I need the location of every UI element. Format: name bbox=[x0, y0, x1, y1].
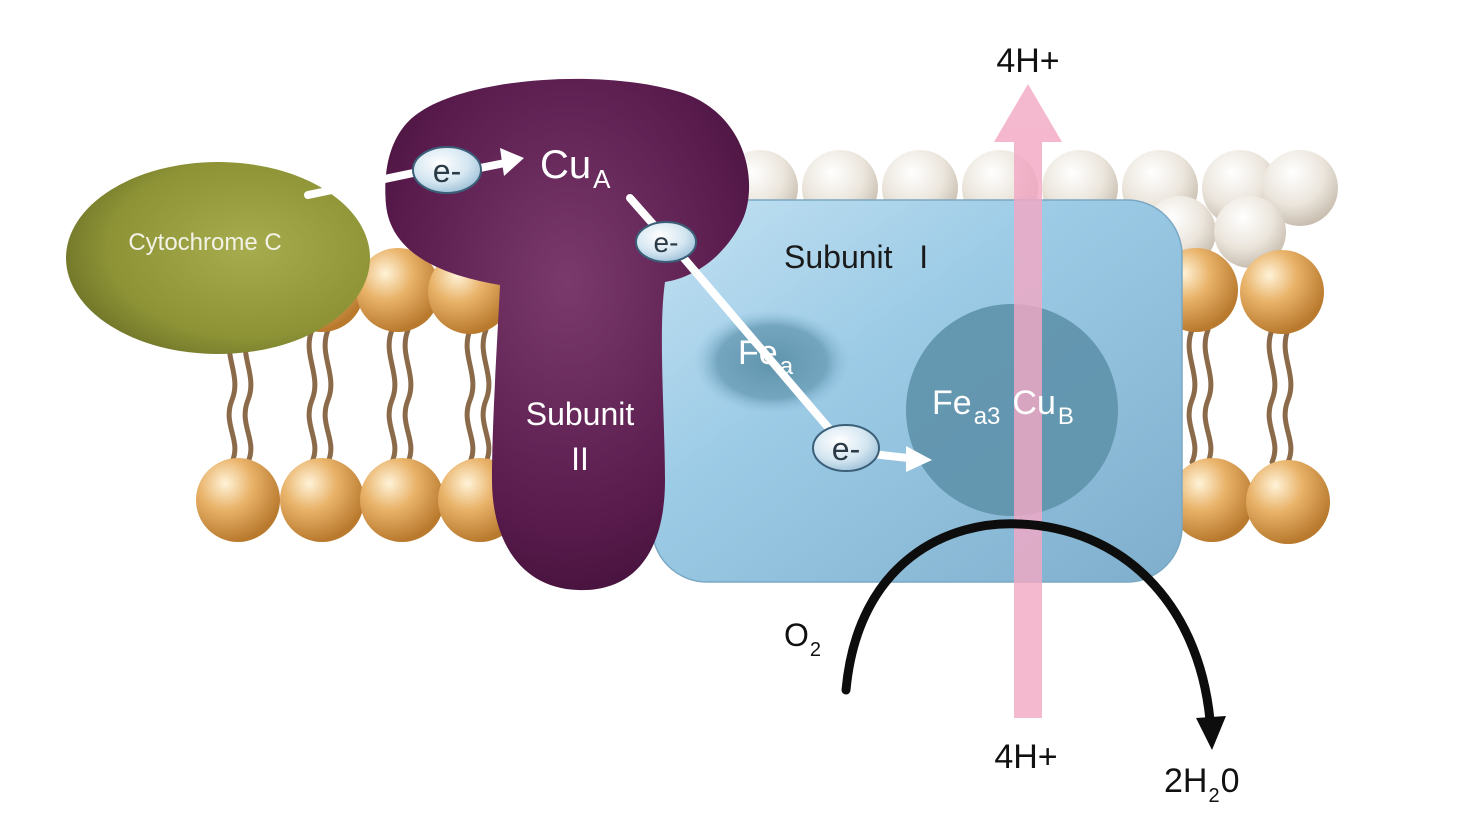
proton-bottom-label: 4H+ bbox=[994, 738, 1057, 776]
lipid-head-lower bbox=[1246, 460, 1330, 544]
lipid-head-lower bbox=[196, 458, 280, 542]
oxygen-reduction-arrowhead bbox=[1196, 716, 1226, 750]
subunit-ii-label-line2: II bbox=[571, 441, 589, 477]
lipid-tail bbox=[1202, 327, 1214, 465]
lipid-tail bbox=[1266, 327, 1278, 465]
cu-a-label: CuA bbox=[540, 143, 611, 194]
lipid-head-upper bbox=[1240, 250, 1324, 334]
oxygen-label: O2 bbox=[784, 617, 821, 661]
membrane-lipid-tails bbox=[226, 327, 1294, 465]
electron-bubble-1: e- bbox=[412, 146, 482, 194]
oxygen-reduction-arc bbox=[841, 519, 1215, 725]
lipid-head-back bbox=[1214, 196, 1286, 268]
cytochrome-c-label: Cytochrome C bbox=[128, 229, 281, 256]
lipid-tail bbox=[480, 327, 492, 465]
proton-pump-arrow bbox=[994, 84, 1062, 718]
subunit-ii-label-line1: Subunit bbox=[526, 396, 635, 432]
lipid-tail bbox=[464, 327, 476, 465]
water-label: 2H20 bbox=[1164, 762, 1240, 807]
lipid-tail bbox=[402, 327, 414, 465]
arrow-to-cu-a bbox=[500, 148, 524, 176]
lipid-head-lower bbox=[280, 458, 364, 542]
subunit-i-label: Subunit I bbox=[784, 239, 928, 275]
electron-bubble-2: e- bbox=[635, 221, 697, 263]
arrow-to-fe-a3 bbox=[906, 446, 932, 472]
electron-bubble-3: e- bbox=[812, 424, 880, 472]
lipid-tail bbox=[1282, 327, 1294, 465]
fe-a3-cu-b-center bbox=[906, 304, 1118, 516]
lipid-tail bbox=[322, 327, 334, 465]
electron-label-1: e- bbox=[433, 153, 461, 189]
electron-label-2: e- bbox=[654, 227, 679, 258]
lipid-tail bbox=[386, 327, 398, 465]
lipid-head-lower bbox=[1170, 458, 1254, 542]
lipid-tail bbox=[1186, 327, 1198, 465]
lipid-head-upper bbox=[356, 248, 440, 332]
fe-a-label: Fea bbox=[738, 334, 794, 380]
lipid-tail bbox=[306, 327, 318, 465]
lipid-head-back bbox=[1262, 150, 1338, 226]
electron-path bbox=[304, 159, 912, 462]
subunit-ii-shape bbox=[385, 78, 750, 591]
cytochrome-c-shape bbox=[66, 162, 370, 354]
lipid-head-lower bbox=[360, 458, 444, 542]
proton-top-label: 4H+ bbox=[996, 42, 1059, 80]
electron-label-3: e- bbox=[832, 431, 860, 467]
